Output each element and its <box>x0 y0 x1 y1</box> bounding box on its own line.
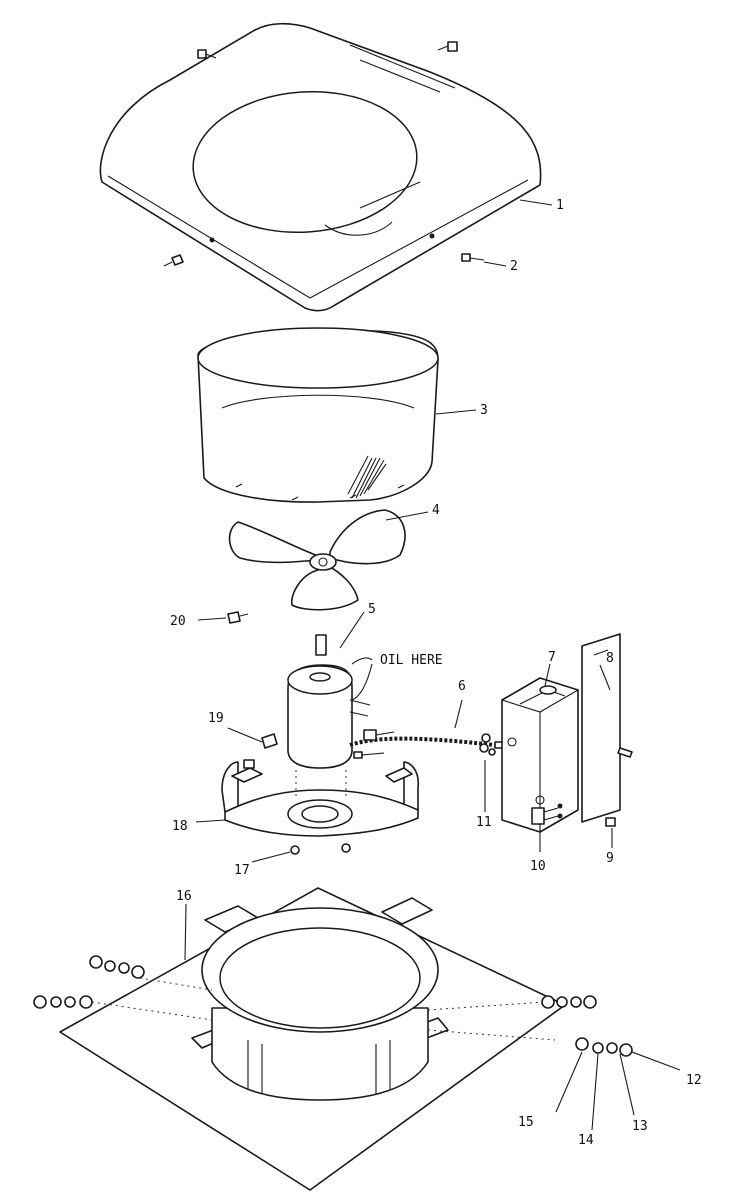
callout-4: 4 <box>432 503 440 518</box>
callout-18: 18 <box>172 819 188 834</box>
callout-10: 10 <box>530 859 546 874</box>
left-lower-fastener-stack <box>33 995 93 1009</box>
base-ring <box>201 907 439 1101</box>
callout-14: 14 <box>578 1133 594 1148</box>
oil-here-note: OIL HERE <box>380 653 443 668</box>
motor-mount <box>221 761 420 837</box>
fan-motor <box>287 634 371 769</box>
callout-5: 5 <box>368 602 376 617</box>
callout-9: 9 <box>606 851 614 866</box>
callout-8: 8 <box>606 651 614 666</box>
mount-nuts <box>290 843 351 855</box>
callout-2: 2 <box>510 259 518 274</box>
right-upper-fastener-stack <box>541 995 597 1009</box>
callout-11: 11 <box>476 815 492 830</box>
callout-3: 3 <box>480 403 488 418</box>
callout-1: 1 <box>556 198 564 213</box>
fan-blade <box>228 509 406 611</box>
callout-7: 7 <box>548 650 556 665</box>
fan-shroud <box>197 327 439 503</box>
callout-6: 6 <box>458 679 466 694</box>
control-box-cover <box>581 633 633 823</box>
shroud-grille <box>347 455 387 499</box>
box-fasteners <box>479 733 496 756</box>
leader-lines <box>184 199 681 1131</box>
set-screw <box>227 611 249 624</box>
left-upper-fastener-stack <box>89 955 145 979</box>
callout-labels: 1 2 3 4 5 6 7 8 9 10 11 12 13 14 15 16 1… <box>170 198 702 1148</box>
callout-15: 15 <box>518 1115 534 1130</box>
cover-screw <box>605 817 616 827</box>
capacitor-bracket <box>531 803 563 825</box>
control-box <box>501 677 579 833</box>
callout-19: 19 <box>208 711 224 726</box>
top-cover <box>99 22 542 312</box>
callout-17: 17 <box>234 863 250 878</box>
right-lower-fastener-stack <box>575 1037 633 1057</box>
callout-13: 13 <box>632 1119 648 1134</box>
callout-20: 20 <box>170 614 186 629</box>
callout-16: 16 <box>176 889 192 904</box>
cover-screws <box>163 41 485 267</box>
mount-bolts <box>243 729 395 769</box>
callout-12: 12 <box>686 1073 702 1088</box>
